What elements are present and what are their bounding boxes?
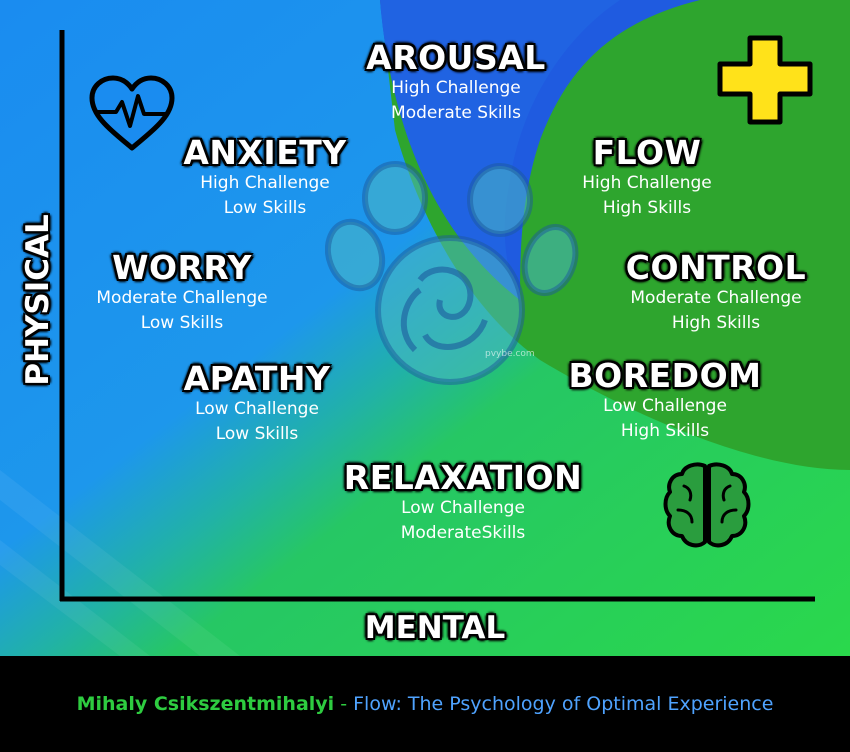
state-challenge: Low Challenge [401, 498, 525, 518]
state-skills: High Skills [671, 313, 761, 333]
paw-logo: pvybe.com [325, 161, 579, 385]
footer: Mihaly Csikszentmihalyi - Flow: The Psyc… [0, 656, 850, 752]
state-skills: High Skills [620, 421, 710, 441]
state-name: APATHY [183, 359, 331, 398]
state-challenge: Low Challenge [603, 396, 727, 416]
state-skills: Moderate Skills [391, 103, 521, 123]
state-boredom: BOREDOM Low Challenge High Skills [560, 358, 770, 444]
state-skills: Low Skills [215, 424, 299, 444]
heartbeat-icon [89, 75, 175, 151]
background [0, 0, 850, 656]
state-name: BOREDOM [568, 356, 762, 395]
state-challenge: High Challenge [391, 78, 521, 98]
state-apathy: APATHY Low Challenge Low Skills [152, 361, 362, 447]
state-relaxation: RELAXATION Low Challenge ModerateSkills [318, 460, 608, 546]
state-name: CONTROL [625, 248, 807, 287]
state-skills: Low Skills [140, 313, 224, 333]
state-skills: ModerateSkills [400, 523, 526, 543]
state-challenge: Moderate Challenge [630, 288, 802, 308]
footer-separator: - [334, 693, 354, 715]
y-axis-label: PHYSICAL [20, 214, 56, 386]
state-name: RELAXATION [343, 458, 583, 497]
footer-title: Flow: The Psychology of Optimal Experien… [353, 693, 774, 715]
state-challenge: Moderate Challenge [96, 288, 268, 308]
brain-icon [663, 462, 751, 548]
state-name: AROUSAL [366, 38, 546, 77]
state-name: WORRY [112, 248, 252, 287]
state-flow: FLOW High Challenge High Skills [537, 135, 757, 221]
state-name: ANXIETY [183, 133, 347, 172]
state-challenge: High Challenge [200, 173, 330, 193]
state-skills: Low Skills [223, 198, 307, 218]
state-skills: High Skills [602, 198, 692, 218]
state-worry: WORRY Moderate Challenge Low Skills [72, 250, 292, 336]
footer-author: Mihaly Csikszentmihalyi [76, 693, 335, 715]
state-arousal: AROUSAL High Challenge Moderate Skills [336, 40, 576, 126]
x-axis-label: MENTAL [364, 610, 506, 646]
watermark-text: pvybe.com [485, 349, 535, 359]
state-challenge: Low Challenge [195, 399, 319, 419]
state-control: CONTROL Moderate Challenge High Skills [606, 250, 826, 336]
state-challenge: High Challenge [582, 173, 712, 193]
plus-icon [717, 35, 813, 125]
state-anxiety: ANXIETY High Challenge Low Skills [150, 135, 380, 221]
state-name: FLOW [592, 133, 702, 172]
diagram: pvybe.com AROUSAL High Challenge Moderat… [0, 0, 850, 656]
